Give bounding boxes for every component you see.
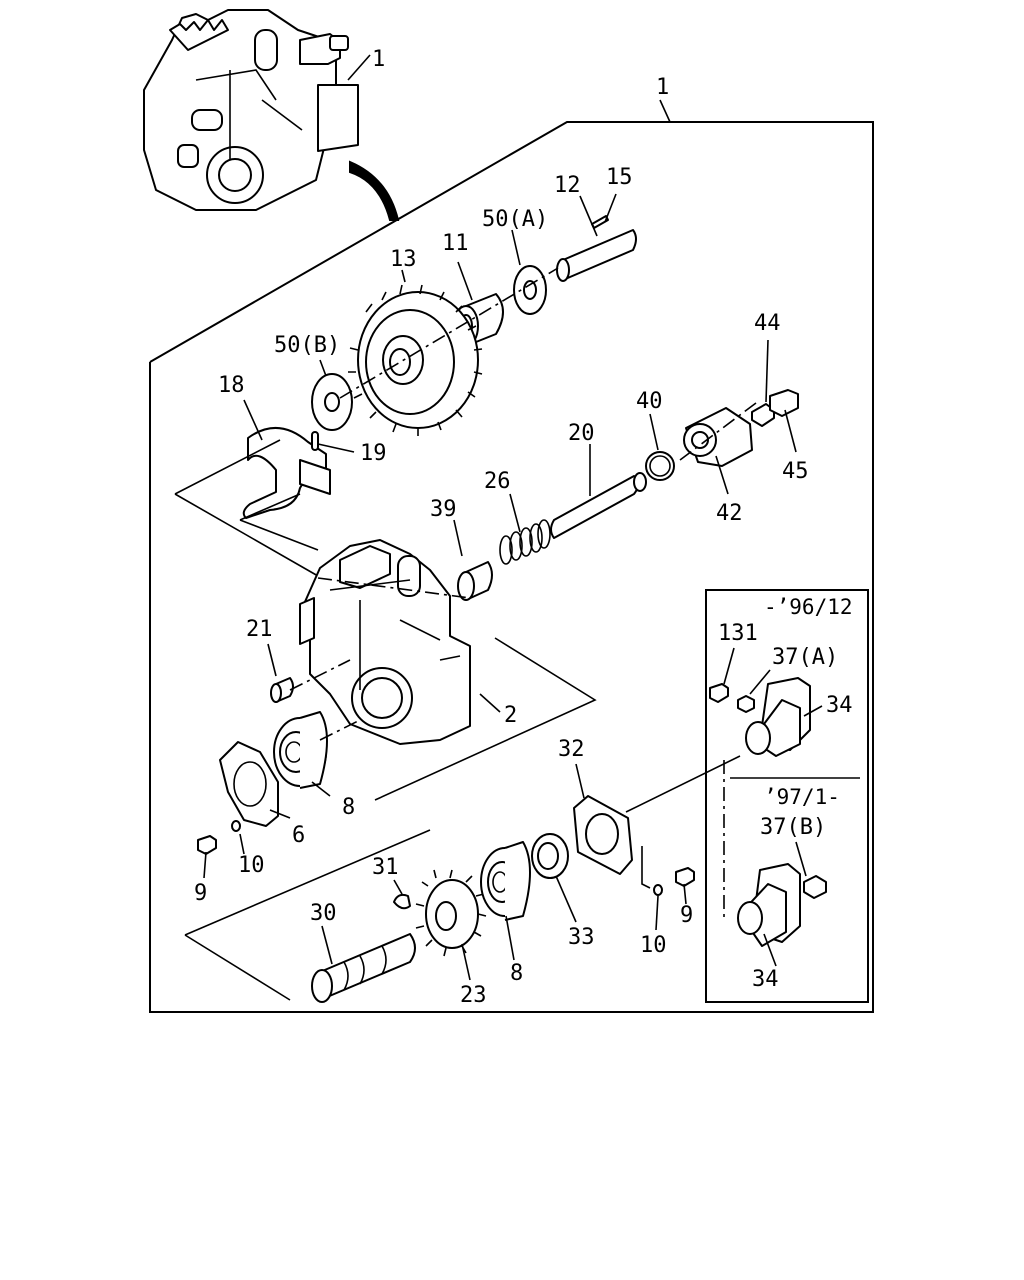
label-p10-left: 10 [238,853,265,878]
variant-note-upper: -’96/12 [764,595,853,619]
label-p1-top: 1 [372,47,385,72]
ball-bearing-8-lower [480,841,531,961]
shift-fork-18 [242,399,355,519]
label-p10-right: 10 [640,933,667,958]
label-p12: 12 [554,173,581,198]
label-p15: 15 [606,165,633,190]
oil-seal-33 [531,833,577,923]
flange-34-upper [745,677,823,757]
label-p6: 6 [292,823,305,848]
bolt-9-right [675,867,695,905]
rod-20 [550,444,647,539]
washer-10-left [231,820,245,855]
gasket-6 [219,741,291,827]
label-p44: 44 [754,311,781,336]
label-p23: 23 [460,983,487,1008]
housing-42 [683,407,753,495]
label-p131: 131 [718,621,758,646]
label-p39: 39 [430,497,457,522]
label-p26: 26 [484,469,511,494]
washer-50b [311,359,353,431]
bush-39 [453,519,493,601]
label-p50a: 50(A) [482,207,548,232]
label-p9-right: 9 [680,903,693,928]
label-p37b: 37(B) [760,815,826,840]
label-p20: 20 [568,421,595,446]
bolt-44 [751,339,775,427]
gear-13 [348,269,483,436]
assembly-frame [149,121,874,1013]
label-p1-frame: 1 [656,75,669,100]
label-p18: 18 [218,373,245,398]
label-p50b: 50(B) [274,333,340,358]
label-p34-lower: 34 [752,967,779,992]
pin-21 [267,643,294,703]
label-p45: 45 [782,459,809,484]
shaft-12 [556,193,637,282]
nut-37b [795,841,827,899]
label-p32: 32 [558,737,585,762]
shaft-30 [311,925,416,1003]
label-p21: 21 [246,617,273,642]
o-ring-40 [645,413,675,481]
label-p30: 30 [310,901,337,926]
label-p8-lower: 8 [510,961,523,986]
ball-bearing-8-upper [273,711,331,797]
label-p8-upper: 8 [342,795,355,820]
key-31 [393,879,411,910]
pump-assembly-overview [143,9,400,221]
gear-case-2 [299,539,501,745]
bolt-131 [709,647,735,703]
label-p42: 42 [716,501,743,526]
label-p2: 2 [504,703,517,728]
label-p19: 19 [360,441,387,466]
spring-26 [499,493,551,565]
label-p33: 33 [568,925,595,950]
bolt-9-left [197,835,217,879]
gear-23 [415,869,487,981]
nut-37a [737,669,771,713]
flange-34-lower [737,863,801,967]
washer-50a [511,229,547,315]
label-p37a: 37(A) [772,645,838,670]
variant-box [705,589,869,1003]
label-p40: 40 [636,389,663,414]
washer-10-right [653,884,663,931]
fitting-45 [769,389,799,453]
label-p31: 31 [372,855,399,880]
label-p13: 13 [390,247,417,272]
variant-note-lower: ’97/1- [764,785,840,809]
label-p9-left: 9 [194,881,207,906]
cover-32 [573,763,633,875]
label-p34-upper: 34 [826,693,853,718]
label-p11: 11 [442,231,469,256]
